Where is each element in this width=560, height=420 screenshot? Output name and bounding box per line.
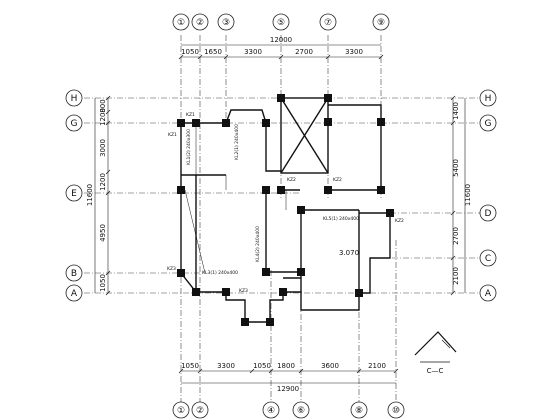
dim-left-seg: 1200: [99, 108, 107, 126]
grid-bubble: [372, 13, 390, 31]
grid-bubble: [479, 284, 497, 302]
grid-bubble: [65, 89, 83, 107]
beam-label: KL2(1) 240x400: [234, 124, 240, 160]
grid-bubble: [292, 401, 310, 419]
dimension-ticks: [105, 54, 456, 374]
bottom-dimensions: 1050 3300 1050 1800 3600 2100 12900: [181, 362, 386, 393]
dim-top-seg: 1050: [181, 48, 199, 56]
grid-bubble: [65, 114, 83, 132]
grid-label-top-9: ⑨: [377, 18, 385, 28]
grid-label-right-h: H: [485, 94, 492, 104]
dim-bottom-seg: 3300: [217, 362, 235, 370]
grid-label-left-h: H: [71, 94, 78, 104]
grid-label-right-a: A: [485, 289, 492, 299]
column-tag: KZ2: [395, 218, 404, 224]
grid-bubble: [319, 13, 337, 31]
dim-top-seg: 3300: [345, 48, 363, 56]
grid-label-top-3: ③: [222, 18, 230, 28]
beam-label: KL3(1) 240x400: [202, 270, 238, 276]
dim-right-seg: 2100: [452, 267, 460, 285]
dim-top-seg: 3300: [244, 48, 262, 56]
bottom-grid-labels: ① ② ④ ⑥ ⑧ ⑩: [172, 401, 405, 419]
grid-label-bottom-4: ④: [267, 406, 275, 416]
beam-label: KL4(2) 240x400: [255, 226, 261, 262]
dim-left-seg: 1050: [99, 274, 107, 292]
grid-bubble: [479, 114, 497, 132]
grid-bubble: [65, 184, 83, 202]
dim-bottom-seg: 1050: [181, 362, 199, 370]
grid-label-bottom-2: ②: [196, 406, 204, 416]
column-tag: KZ1: [186, 112, 195, 118]
column-tag: KZ2: [287, 177, 296, 183]
grid-label-left-a: A: [71, 289, 78, 299]
dim-bottom-seg: 2100: [368, 362, 386, 370]
right-grid-labels: H G D C A: [479, 89, 497, 302]
grid-bubble: [262, 401, 280, 419]
grid-label-bottom-10: ⑩: [392, 406, 400, 416]
dim-left-seg: 1200: [99, 173, 107, 191]
grid-label-top-7: ⑦: [324, 18, 332, 28]
grid-bubble: [272, 13, 290, 31]
dim-left-seg: 3000: [99, 139, 107, 157]
grid-label-left-b: B: [71, 269, 77, 279]
dim-right-seg: 1400: [452, 102, 460, 120]
grid-label-top-2: ②: [196, 18, 204, 28]
dim-bottom-total: 12900: [277, 385, 299, 393]
column-tag: KZ2: [333, 177, 342, 183]
grid-label-top-1: ①: [177, 18, 185, 28]
dim-top-total: 12000: [270, 36, 292, 44]
grid-label-right-g: G: [485, 119, 492, 129]
grid-label-bottom-1: ①: [177, 406, 185, 416]
elevation-mark: 3.070: [339, 249, 359, 257]
column-tag: KZ1: [168, 132, 177, 138]
section-detail: C—C: [414, 331, 457, 375]
grid-bubble: [172, 13, 190, 31]
dim-bottom-seg: 1050: [253, 362, 271, 370]
grid-bubble: [387, 401, 405, 419]
grid-bubble: [191, 13, 209, 31]
dim-bottom-seg: 1800: [277, 362, 295, 370]
grid-label-left-e: E: [71, 189, 77, 199]
dim-left-total: 11600: [86, 184, 94, 206]
dim-top-seg: 1650: [204, 48, 222, 56]
grid-label-left-g: G: [71, 119, 78, 129]
grid-bubble: [479, 89, 497, 107]
grid-label-right-c: C: [485, 254, 491, 264]
grid-label-top-5: ⑤: [277, 18, 285, 28]
top-dimensions: 12000 1050 1650 3300 2700 3300: [181, 36, 363, 56]
grid-label-bottom-8: ⑧: [355, 406, 363, 416]
wall-inner-lines: [184, 123, 287, 274]
dim-right-seg: 2700: [452, 227, 460, 245]
top-grid-labels: ① ② ③ ⑤ ⑦ ⑨: [172, 13, 390, 31]
grid-bubble: [191, 401, 209, 419]
dim-right-seg: 5400: [452, 159, 460, 177]
grid-label-bottom-6: ⑥: [297, 406, 305, 416]
column-tag: KZ3: [239, 288, 248, 294]
dim-bottom-seg: 3600: [321, 362, 339, 370]
right-dimensions: 11600 1400 5400 2700 2100: [452, 102, 472, 285]
section-title: C—C: [427, 367, 444, 375]
grid-bubble: [172, 401, 190, 419]
grid-bubble: [350, 401, 368, 419]
column-tag: KZ3: [167, 266, 176, 272]
grid-bubble: [65, 284, 83, 302]
left-dimensions: 11600 800 1200 3000 1200 4950 1050: [86, 99, 107, 292]
grid-lines: [84, 35, 480, 402]
beam-label: KL5(1) 240x400: [323, 216, 359, 222]
beam-label: KL1(2) 240x300: [186, 129, 192, 165]
grid-bubble: [479, 249, 497, 267]
annotations: KZ1 KZ1 KZ2 KZ3 KZ2 KZ2 KZ3 KL1(2) 240x3…: [167, 112, 404, 294]
dim-top-seg: 2700: [295, 48, 313, 56]
grid-bubble: [479, 204, 497, 222]
dim-right-total: 11600: [464, 184, 472, 206]
grid-label-right-d: D: [485, 209, 492, 219]
grid-bubble: [217, 13, 235, 31]
columns: [177, 94, 394, 326]
left-grid-labels: H G E B A: [65, 89, 83, 302]
grid-bubble: [65, 264, 83, 282]
dim-left-seg: 800: [99, 99, 107, 112]
dim-left-seg: 4950: [99, 224, 107, 242]
